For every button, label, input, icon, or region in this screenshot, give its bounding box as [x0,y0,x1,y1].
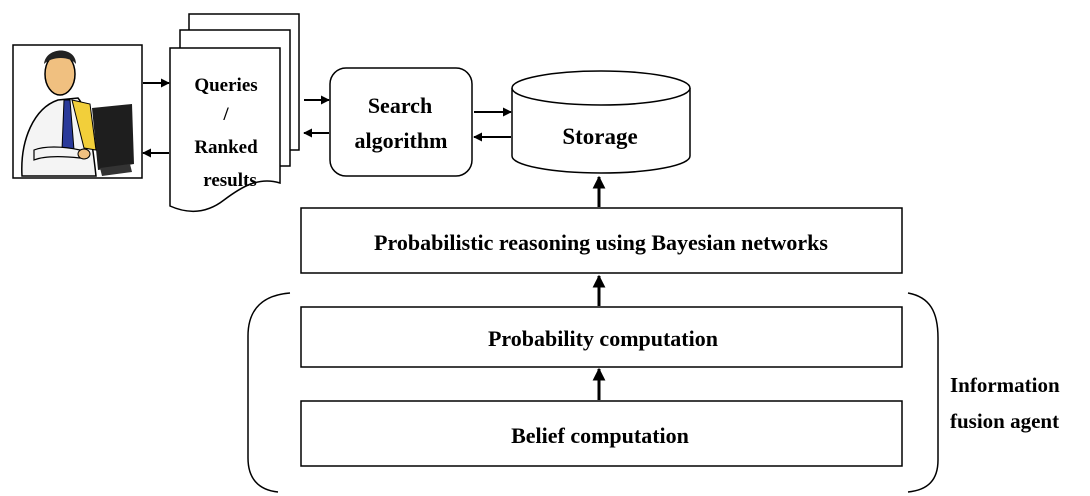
search-algorithm-box [329,67,473,177]
storage-cylinder [511,70,691,174]
documents-label-slash: / [222,104,229,125]
belief-computation-label: Belief computation [511,423,689,448]
fusion-agent-bracket-left [247,292,291,493]
storage-label: Storage [562,124,637,149]
probabilistic-reasoning-label: Probabilistic reasoning using Bayesian n… [374,230,828,255]
documents-label-results: results [203,170,256,191]
probability-computation-label: Probability computation [488,326,718,351]
user-at-computer-icon [12,44,143,179]
belief-computation-box [300,400,903,467]
fusion-agent-label-line2: fusion agent [950,409,1059,433]
documents-label-ranked: Ranked [194,137,258,158]
document-stack [169,13,300,213]
fusion-agent-bracket-right [907,292,939,493]
search-algorithm-label-line2: algorithm [355,128,448,153]
documents-label-queries: Queries [194,75,257,96]
fusion-agent-label-line1: Information [950,373,1060,397]
probabilistic-reasoning-box [300,207,903,274]
search-algorithm-label-line1: Search [368,93,432,118]
probability-computation-box [300,306,903,368]
